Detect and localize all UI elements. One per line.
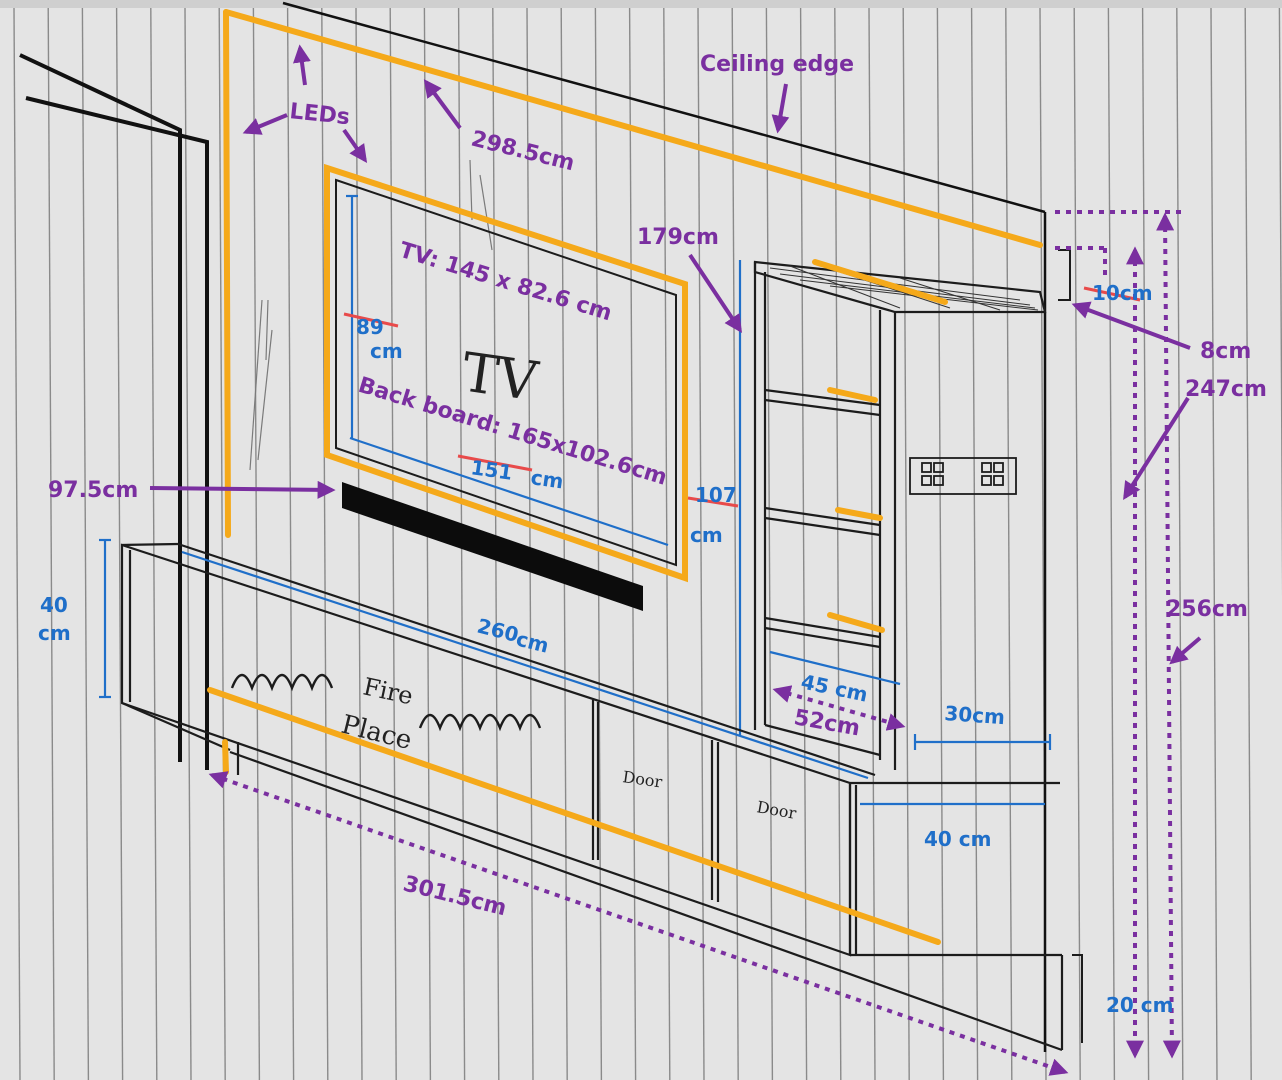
- cabinet-height-unit: cm: [38, 621, 71, 645]
- tv-bottom-width-value: 151: [469, 455, 514, 485]
- dotted-dimension-lines: [208, 210, 1185, 1076]
- plinth-height-value: 20 cm: [1106, 993, 1174, 1017]
- ruled-line: [1278, 7, 1282, 598]
- wall-sockets: [909, 457, 1017, 495]
- soundbar: [342, 482, 643, 611]
- ruled-line: [184, 7, 192, 1080]
- tv-side-height-value: 89: [356, 315, 384, 339]
- ruled-line: [47, 7, 55, 1080]
- ruled-line: [81, 7, 90, 1080]
- shelf-height-label: 179cm: [637, 225, 719, 250]
- ruled-line: [115, 7, 124, 1080]
- back-board-outline: [324, 163, 688, 583]
- bulkhead-bracket: [1058, 249, 1071, 301]
- tv-screen-outline: [335, 178, 677, 567]
- wall-height-full-label: 256cm: [1166, 597, 1248, 622]
- top-edge: [0, 0, 1282, 8]
- board-side-height-unit: cm: [690, 523, 723, 547]
- strike-marks: [343, 286, 1141, 508]
- bulkhead-depth-label: 8cm: [1200, 339, 1251, 364]
- bulkhead-value: 10cm: [1092, 281, 1153, 305]
- upper-width-value: 30cm: [944, 701, 1006, 729]
- ruled-line: [1073, 7, 1081, 1080]
- ruled-line: [1107, 7, 1116, 1080]
- bookshelf: [753, 260, 1047, 770]
- ceiling-edge-label: Ceiling edge: [700, 52, 854, 77]
- shelf-width-value: 45: [799, 669, 831, 698]
- ruled-line: [13, 7, 21, 1080]
- lower-width-value: 40 cm: [924, 827, 992, 851]
- wall-height-low-label: 247cm: [1185, 377, 1267, 402]
- ruled-line: [1244, 7, 1252, 1080]
- cabinet-height-value: 40: [40, 593, 68, 617]
- panel-base-height-label: 97.5cm: [48, 478, 138, 503]
- ruled-line: [1141, 7, 1150, 1080]
- board-side-height-value: 107: [695, 483, 737, 507]
- tv-side-height-unit: cm: [370, 339, 403, 363]
- plinth-bracket: [1072, 954, 1083, 1043]
- tv-bottom-width-unit: cm: [529, 465, 565, 493]
- ruled-line: [1210, 7, 1218, 1080]
- tv-label: TV: [458, 340, 542, 413]
- fireplace-flames: [230, 673, 542, 732]
- pencil-shading: [249, 159, 493, 471]
